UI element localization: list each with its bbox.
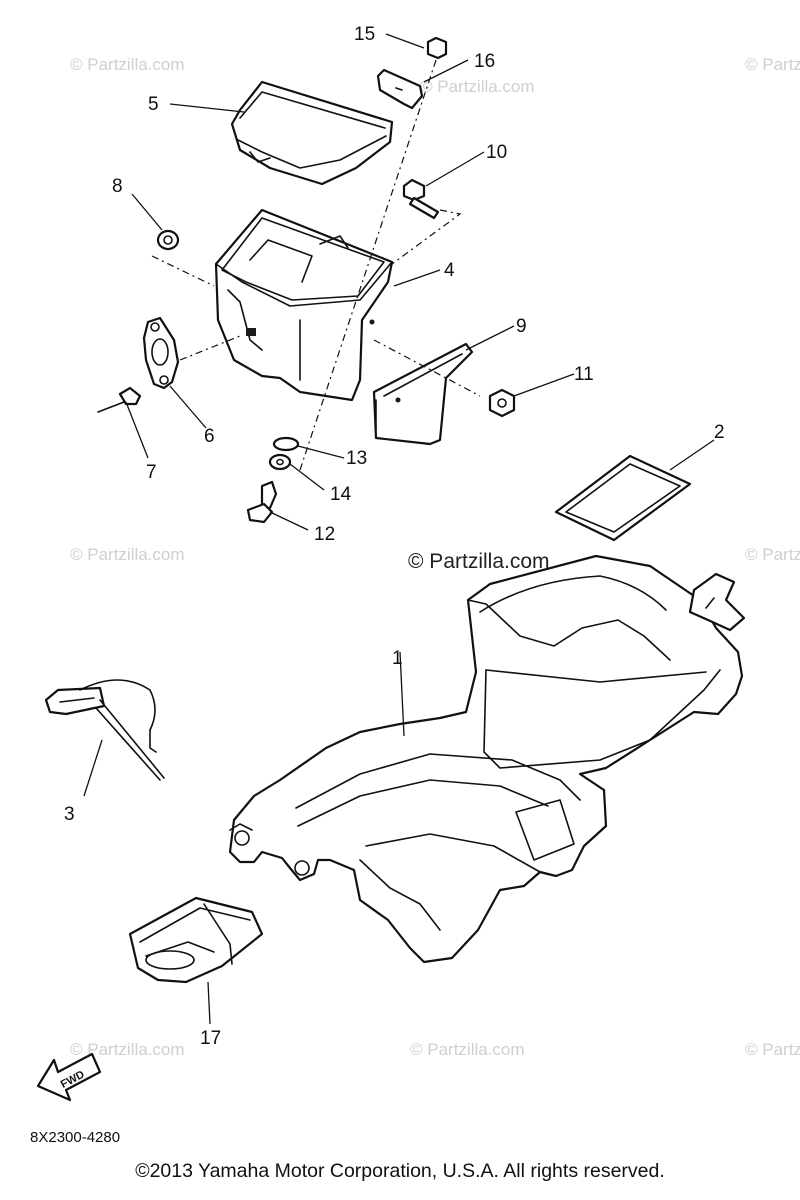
callout-12: 12 (314, 524, 335, 545)
watermark: © Partzilla.com (70, 545, 185, 564)
callout-2: 2 (714, 422, 725, 443)
watermark: © Partzilla.com (745, 55, 800, 74)
part-2-pad[interactable] (554, 454, 692, 542)
part-14-washer[interactable] (268, 453, 292, 471)
callout-3: 3 (64, 804, 75, 825)
part-3-band[interactable] (44, 679, 165, 781)
watermark: © Partzilla.com (420, 77, 535, 96)
callout-8: 8 (112, 176, 123, 197)
callout-11: 11 (574, 364, 594, 385)
part-11-nut[interactable] (488, 388, 516, 418)
callouts: 15 16 5 10 8 4 9 11 6 7 13 14 12 2 1 3 1… (64, 24, 725, 1049)
part-15-nut[interactable] (426, 36, 448, 60)
callout-14: 14 (330, 484, 352, 505)
callout-1: 1 (392, 648, 403, 669)
watermark-center: © Partzilla.com (408, 550, 550, 573)
copyright-text: ©2013 Yamaha Motor Corporation, U.S.A. A… (135, 1160, 665, 1182)
assembly-lines (151, 59, 481, 471)
part-17-sleeve[interactable] (128, 896, 264, 984)
callout-6: 6 (204, 426, 215, 447)
watermark: © Partzilla.com (70, 1040, 185, 1059)
callout-17: 17 (200, 1028, 221, 1049)
part-10-bolt[interactable] (402, 178, 440, 220)
callout-9: 9 (516, 316, 527, 337)
watermark: © Partzilla.com (745, 545, 800, 564)
part-12-bolt[interactable] (246, 480, 278, 524)
part-1-case[interactable] (228, 554, 746, 964)
leader-lines (83, 33, 715, 1025)
callout-4: 4 (444, 260, 455, 281)
callout-5: 5 (148, 94, 159, 115)
part-9-plate[interactable] (372, 342, 474, 446)
part-7-screw[interactable] (97, 386, 142, 413)
part-16-bracket[interactable] (376, 68, 424, 110)
part-5-cover[interactable] (230, 80, 394, 186)
callout-16: 16 (474, 51, 495, 72)
watermark: © Partzilla.com (70, 55, 185, 74)
watermark-layer: © Partzilla.com © Partzilla.com © Partzi… (70, 55, 800, 1059)
callout-10: 10 (486, 142, 507, 163)
diagram-code: 8X2300-4280 (30, 1129, 120, 1146)
callout-7: 7 (146, 462, 157, 483)
part-6-damper[interactable] (142, 316, 180, 390)
part-8-grommet[interactable] (156, 229, 180, 251)
watermark: © Partzilla.com (745, 1040, 800, 1059)
watermark: © Partzilla.com (410, 1040, 525, 1059)
fwd-arrow: FWD (36, 1052, 102, 1102)
callout-13: 13 (346, 448, 367, 469)
part-4-battery-box[interactable] (214, 208, 394, 402)
callout-15: 15 (354, 24, 375, 45)
part-13-collar[interactable] (272, 436, 300, 452)
